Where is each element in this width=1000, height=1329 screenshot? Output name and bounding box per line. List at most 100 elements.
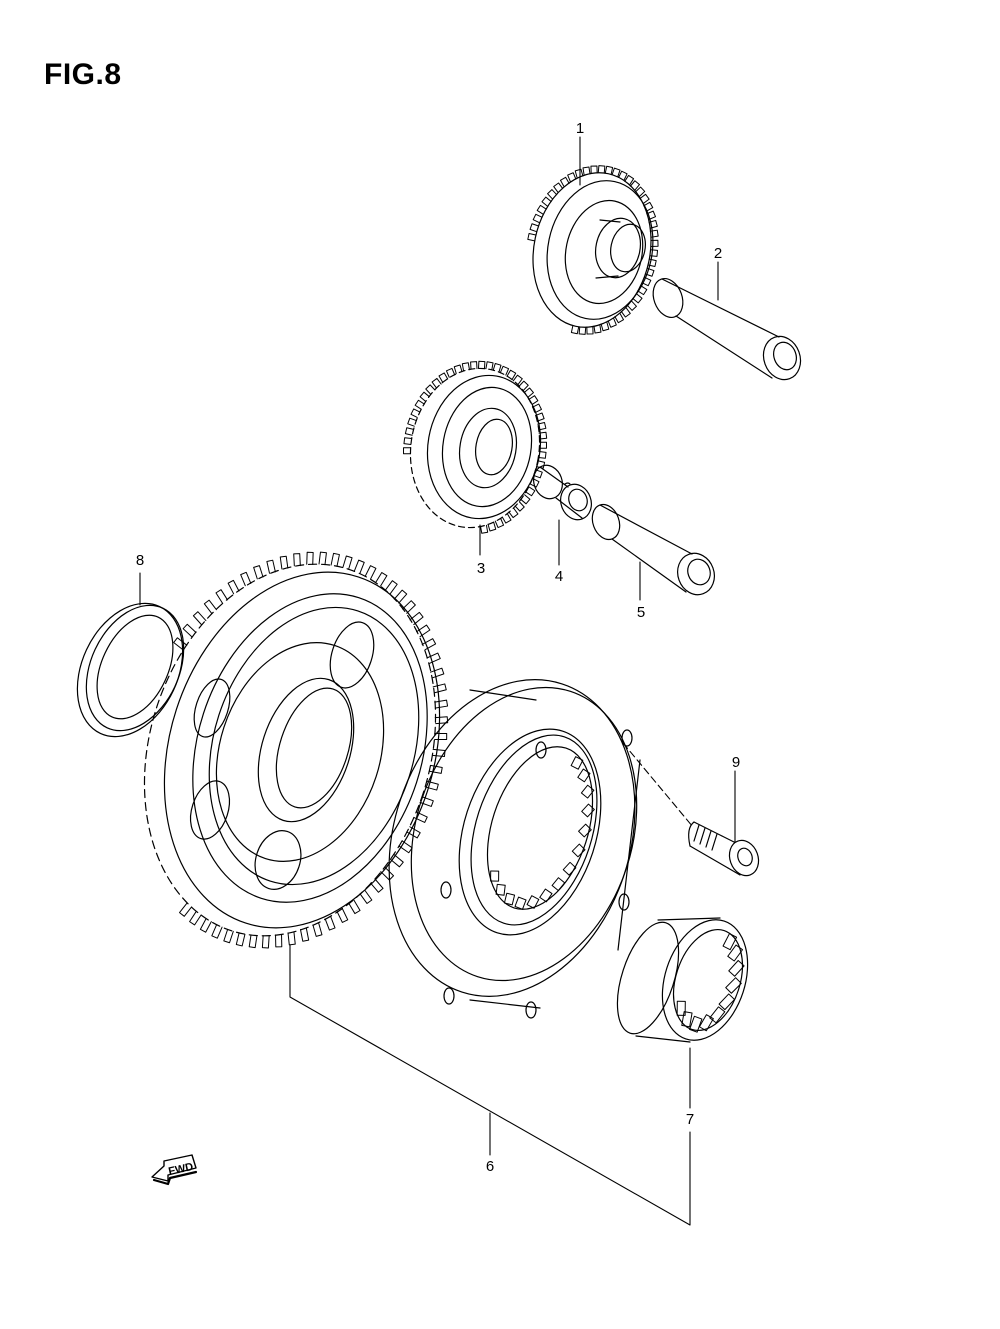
gear-tooth [293,553,301,567]
part-7-needle-bearing[interactable] [605,909,762,1052]
roller [698,1014,714,1032]
gear-tooth [318,551,327,566]
leader-lines [139,136,736,1226]
part-number-3: 3 [477,560,485,577]
gear-tooth [261,935,270,949]
roller [562,861,577,876]
gear-tooth [649,249,659,257]
gear-tooth [470,361,478,370]
gear-tooth [192,611,207,626]
roller [526,895,540,909]
gear-tooth [541,196,552,207]
gear-tooth [528,395,539,406]
gear-tooth [419,391,430,402]
part-4-bushing[interactable] [529,461,596,524]
gear-tooth [199,918,212,933]
gear-tooth [406,826,421,839]
gear-tooth [477,360,486,370]
gear-tooth [299,927,310,942]
gear-tooth [227,579,240,595]
forward-arrow-icon: FWD [151,1154,198,1186]
gear-tooth [330,552,340,567]
gear-tooth [402,600,416,614]
gear-tooth [403,447,412,455]
gear-tooth [620,307,631,318]
gear-tooth [253,565,264,580]
gear-tooth [586,326,594,335]
gear-tooth [538,431,548,440]
gear-tooth [536,204,547,215]
part-6-starter-driven-gear[interactable] [98,526,484,974]
fwd-label: FWD [167,1161,194,1178]
gear-tooth [248,934,258,949]
gear-tooth [501,513,512,524]
gear-tooth [398,840,413,854]
gear-tooth [624,174,635,186]
gear-tooth [430,667,445,679]
gear-tooth [529,478,540,488]
gear-tooth [590,165,598,174]
gear-tooth [410,408,421,418]
gear-tooth [649,229,659,238]
gear-tooth [434,732,448,741]
gear-tooth [607,317,617,328]
roller [580,784,595,799]
part-1-starter-idle-gear[interactable] [519,162,665,339]
roller [718,993,736,1011]
gear-tooth [434,699,449,709]
gear-tooth [287,931,296,946]
gear-tooth [306,551,314,565]
gear-tooth [393,589,408,604]
gear-tooth [266,559,276,574]
roller [514,896,527,910]
gear-tooth [419,796,434,807]
roller [578,823,592,838]
roller [676,1000,686,1016]
roller [570,756,584,770]
part-2-idle-gear-shaft[interactable] [648,274,806,384]
roller [551,877,566,892]
part-number-5: 5 [637,604,645,621]
gear-tooth [438,372,449,383]
roller [725,977,742,994]
roller [689,1015,703,1033]
gear-tooth [604,165,614,175]
gear-tooth [445,367,456,378]
gear-tooth [637,285,648,296]
roller [581,803,595,818]
gear-tooth [614,313,625,324]
gear-tooth [364,565,377,580]
gear-tooth [514,501,525,512]
gear-tooth [643,201,654,212]
gear-tooth [611,167,621,178]
part-6-one-way-clutch[interactable] [350,647,675,1028]
gear-tooth [648,219,658,229]
gear-tooth [635,186,646,197]
gear-tooth [639,193,650,204]
gear-tooth [494,518,505,529]
gear-tooth [520,494,531,505]
gear-tooth [324,916,336,931]
figure-title: FIG.8 [44,58,122,91]
gear-tooth [421,638,437,651]
gear-tooth [182,623,197,638]
gear-tooth [434,716,449,725]
gear-tooth [431,377,442,389]
gear-tooth [215,589,228,604]
part-5-idle-gear-shaft[interactable] [588,501,720,600]
gear-tooth [404,427,415,436]
part-8-thrust-washer[interactable] [57,586,203,753]
part-9-bolt[interactable] [688,821,764,880]
gear-tooth [432,748,446,757]
gear-tooth [461,362,470,372]
part-number-2: 2 [714,245,722,262]
part-3-idle-gear[interactable] [398,358,552,538]
gear-tooth [426,652,441,664]
gear-tooth [646,210,657,220]
gear-tooth [629,180,641,191]
gear-tooth [597,165,606,174]
roller [727,944,744,962]
gear-tooth [527,233,537,242]
gear-tooth [380,866,395,881]
